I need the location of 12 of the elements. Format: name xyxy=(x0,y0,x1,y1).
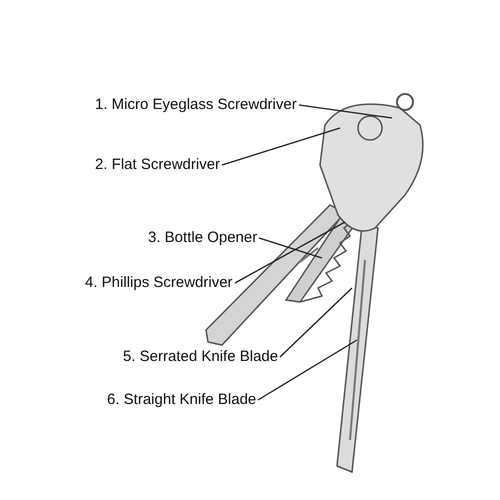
callout-label: 4. Phillips Screwdriver xyxy=(85,274,233,292)
callout-label: 1. Micro Eyeglass Screwdriver xyxy=(95,96,297,114)
callout-label: 3. Bottle Opener xyxy=(148,229,258,247)
leader-line xyxy=(298,104,392,119)
callout-label: 5. Serrated Knife Blade xyxy=(123,348,278,366)
leader-line xyxy=(234,221,346,284)
leader-line xyxy=(280,288,352,358)
leader-line xyxy=(222,127,340,166)
leader-line xyxy=(258,339,358,401)
callout-label: 6. Straight Knife Blade xyxy=(107,391,256,409)
callout-label: 2. Flat Screwdriver xyxy=(95,156,220,174)
leader-line xyxy=(258,237,322,259)
